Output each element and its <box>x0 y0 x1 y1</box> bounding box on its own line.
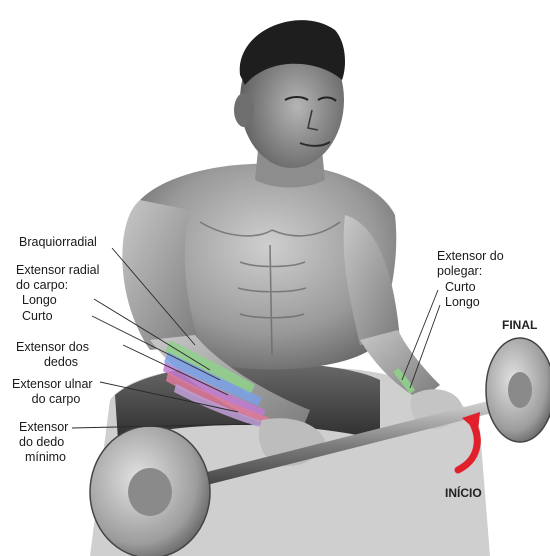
label-ext-radial-line2: do carpo: <box>16 278 69 292</box>
label-final: FINAL <box>502 318 538 332</box>
label-ext-digits-line1: Extensor dos <box>16 340 89 354</box>
label-brachioradialis: Braquiorradial <box>19 235 97 249</box>
label-ext-radial-long: Longo <box>22 293 57 307</box>
label-ext-radial-short: Curto <box>22 309 53 323</box>
muscle-ext-ulnar <box>166 372 270 424</box>
muscle-ext-radial <box>164 352 262 406</box>
movement-arrowhead <box>462 412 480 432</box>
label-thumb-short: Curto <box>445 280 476 294</box>
right-forearm <box>360 330 440 400</box>
label-ext-ulnar-line2: do carpo <box>31 392 81 406</box>
left-upper-arm <box>122 200 200 350</box>
label-ext-radial-line1: Extensor radial <box>16 263 100 277</box>
label-ext-ulnar-line1: Extensor ulnar <box>12 377 93 391</box>
muscle-ext-thumb <box>393 368 415 394</box>
muscle-ext-digits <box>163 362 266 417</box>
hair <box>239 20 346 85</box>
label-thumb-line1: Extensor do <box>437 249 504 263</box>
label-ext-minimi-line2: do dedo <box>19 435 65 449</box>
label-thumb-long: Longo <box>445 295 480 309</box>
muscle-brachioradialis <box>165 340 255 395</box>
label-start: INÍCIO <box>445 486 482 500</box>
muscle-ext-minimi <box>174 384 272 430</box>
label-thumb-line2: polegar: <box>437 264 483 278</box>
label-ext-digits-line2: dedos <box>43 355 79 369</box>
barbell-bar <box>175 398 504 492</box>
right-upper-arm <box>343 215 400 345</box>
label-ext-minimi-line1: Extensor <box>19 420 69 434</box>
label-ext-minimi-line3: mínimo <box>25 450 66 464</box>
